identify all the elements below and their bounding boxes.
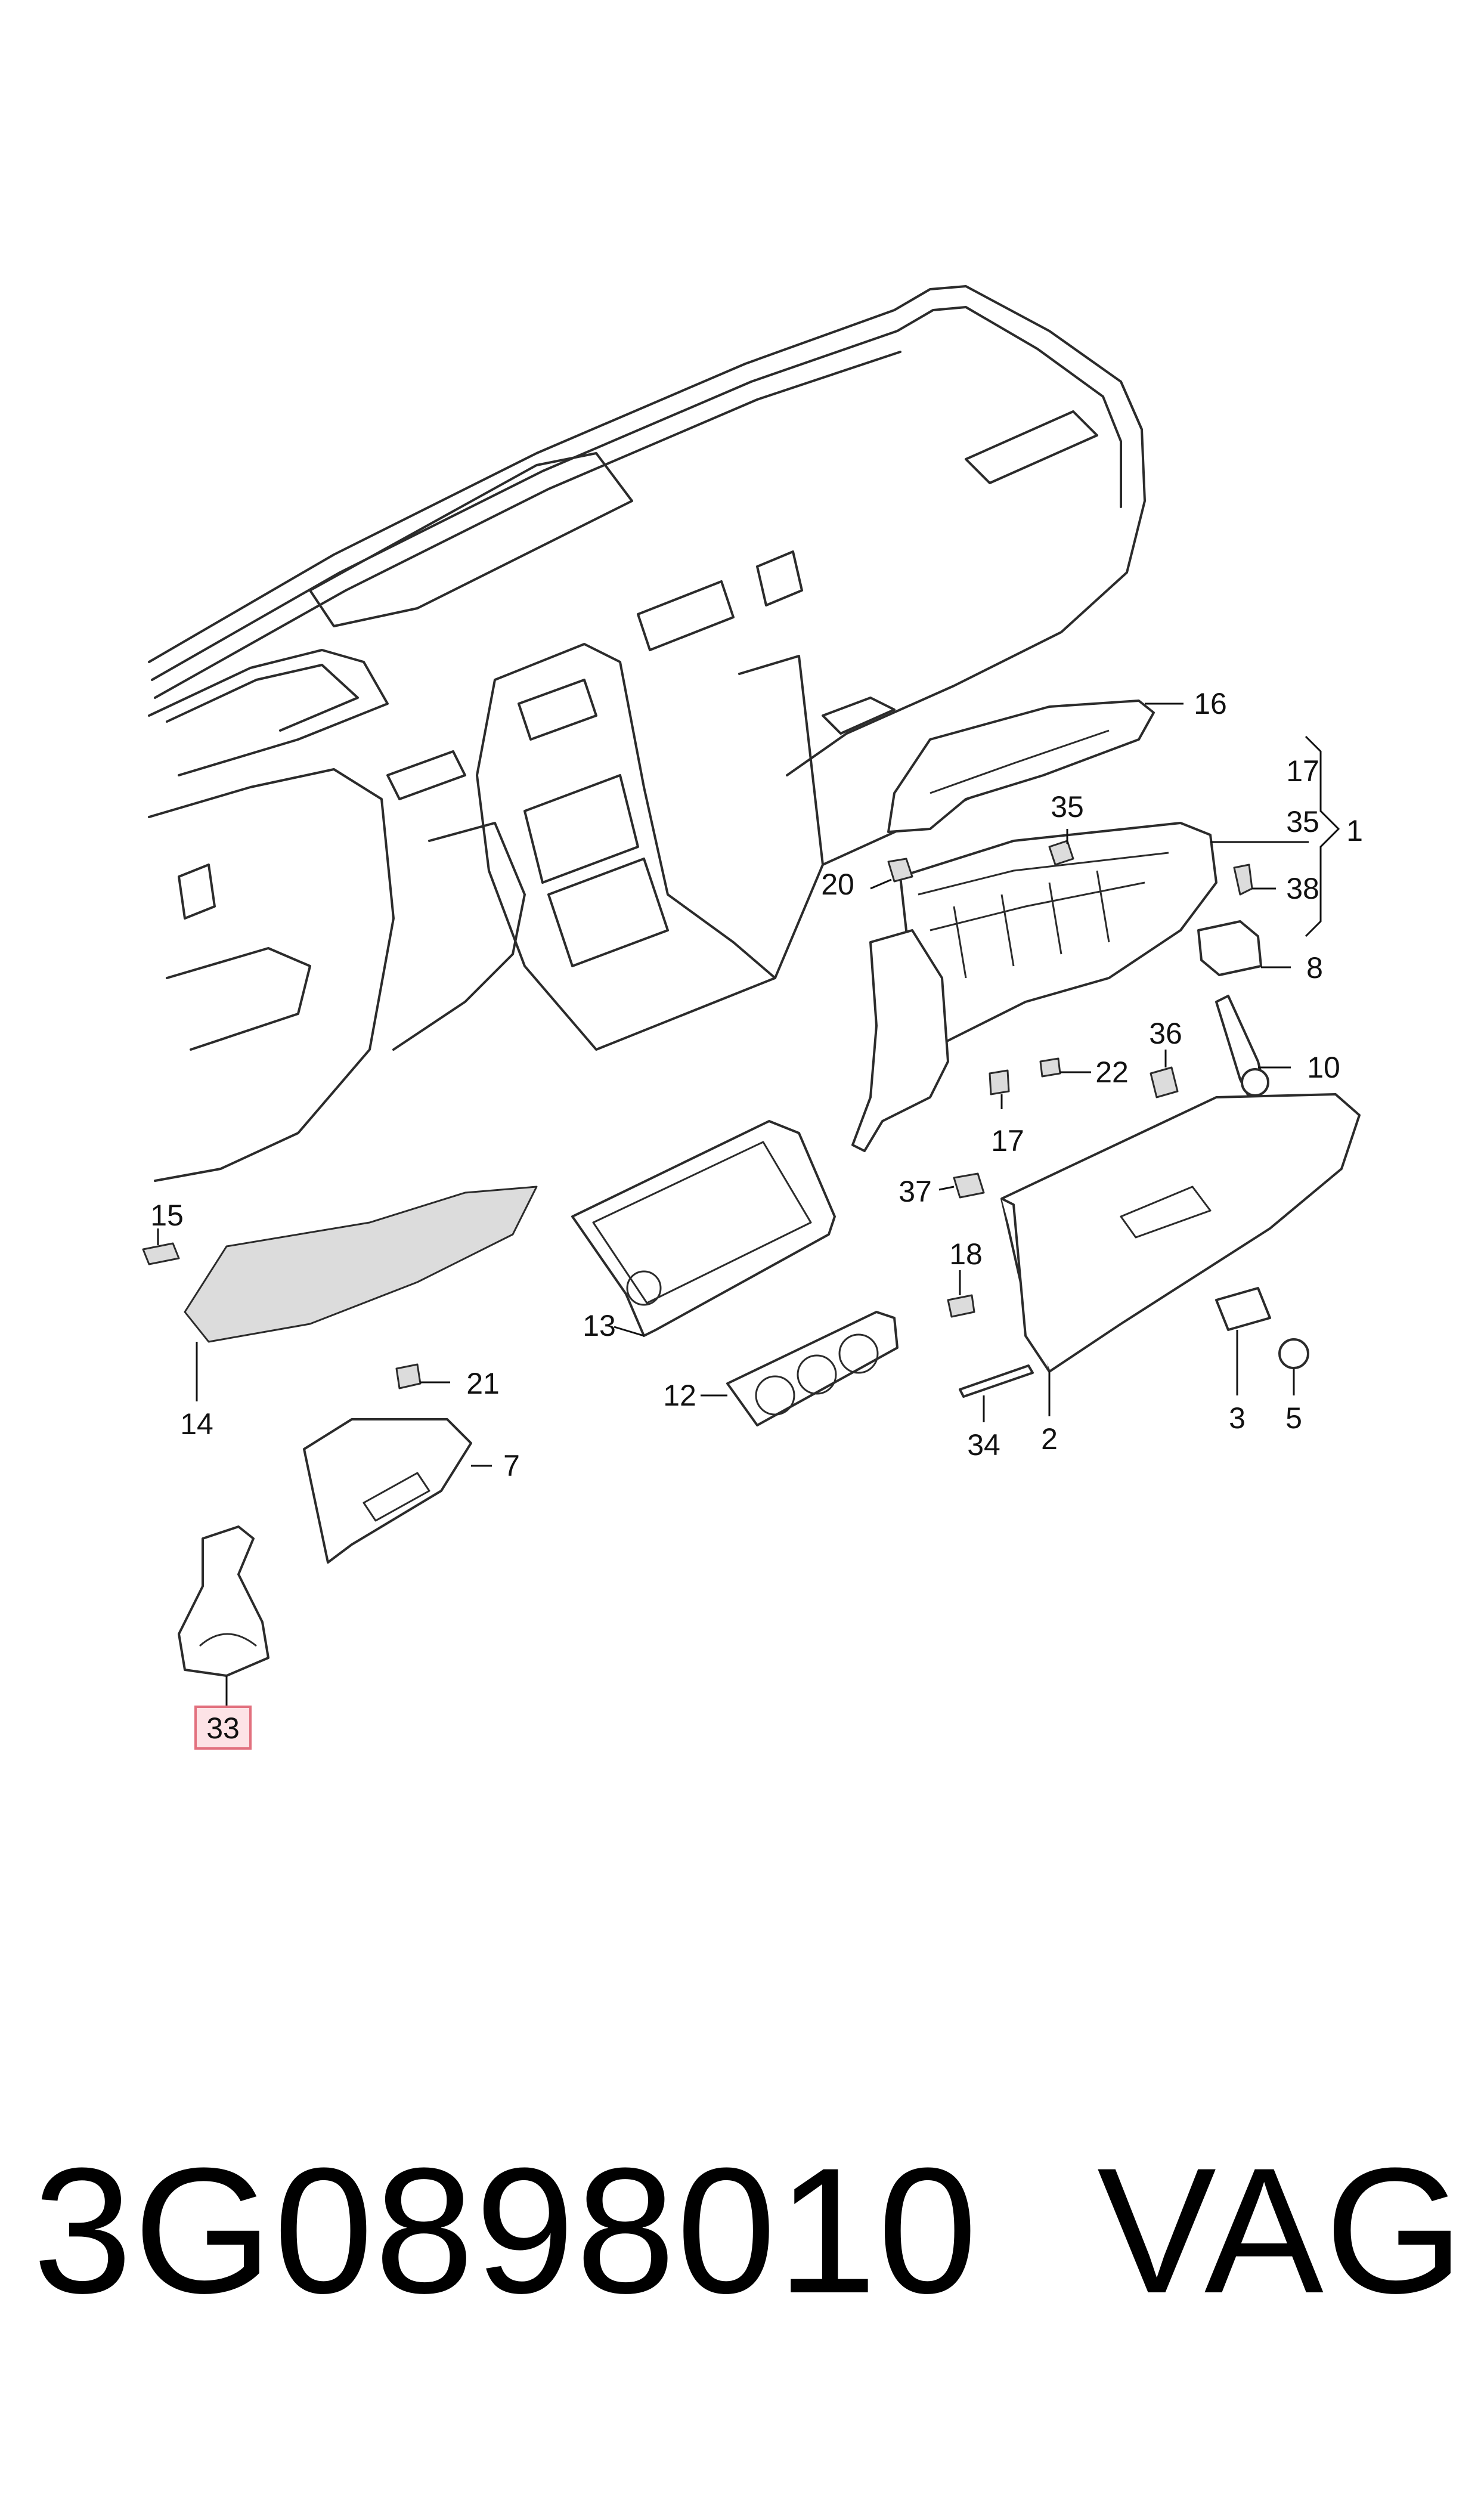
callout-38: 38	[1286, 872, 1319, 905]
part-16-trim	[887, 700, 1155, 833]
dashboard-illustration	[148, 285, 1146, 1182]
part-21-clip	[395, 1363, 422, 1389]
callout-17: 17	[1286, 754, 1319, 788]
callout-17-screw: 17	[991, 1124, 1024, 1157]
callout-37: 37	[899, 1175, 932, 1208]
brand-name: VAG	[1097, 2130, 1466, 2331]
callout-1: 1	[1346, 814, 1363, 847]
callout-16: 16	[1194, 687, 1227, 720]
callout-7: 7	[503, 1449, 520, 1483]
callout-2: 2	[1041, 1422, 1058, 1456]
part-2-glovebox-lid	[1000, 1093, 1361, 1373]
part-15-clip	[142, 1242, 180, 1265]
part-17-screw	[989, 1069, 1010, 1095]
part-8-switch	[1197, 920, 1262, 976]
callout-15: 15	[150, 1199, 184, 1232]
part-37-bulb	[953, 1172, 985, 1199]
footer: 3G0898010 VAG	[0, 2111, 1484, 2350]
callout-35-clip: 35	[1051, 790, 1084, 824]
callout-21: 21	[466, 1367, 500, 1400]
leader-lines	[157, 702, 1309, 1706]
callout-12: 12	[663, 1379, 696, 1412]
part-3-lock	[1215, 1287, 1271, 1331]
callout-8: 8	[1306, 951, 1323, 985]
part-22-screw	[1039, 1057, 1061, 1078]
highlight-box-33	[194, 1706, 252, 1750]
callout-20: 20	[821, 868, 854, 901]
callout-13: 13	[583, 1309, 616, 1342]
callout-14: 14	[180, 1407, 213, 1441]
callout-35: 35	[1286, 805, 1319, 838]
part-36-clip	[1150, 1066, 1179, 1098]
part-34-pin	[959, 1364, 1034, 1398]
part-7-storage-box	[303, 1418, 472, 1564]
part-33-bag	[178, 1525, 269, 1677]
callout-33: 33	[206, 1711, 240, 1745]
callout-36: 36	[1149, 1017, 1182, 1050]
part-1-glovebox-housing	[851, 822, 1217, 1152]
part-number: 3G0898010	[33, 2130, 979, 2331]
callout-labels: 16 17 35 1 35 20 38 8 36 10 22 17 37 18 …	[150, 687, 1363, 1745]
part-14-shelf	[184, 1186, 538, 1343]
part-5-lock-cylinder	[1278, 1338, 1309, 1369]
part-35-clip	[1048, 840, 1074, 866]
callout-10: 10	[1307, 1051, 1340, 1084]
part-13-bezel	[571, 1120, 836, 1337]
part-12-control-panel	[726, 1311, 899, 1426]
part-18-screw	[947, 1294, 975, 1318]
callout-34: 34	[967, 1428, 1000, 1462]
callout-3: 3	[1229, 1401, 1246, 1435]
callout-22: 22	[1095, 1056, 1129, 1089]
part-38-clip	[1233, 864, 1253, 896]
callout-18: 18	[949, 1237, 983, 1271]
group-bracket	[1305, 735, 1340, 937]
callout-5: 5	[1285, 1401, 1302, 1435]
part-20-clip	[887, 858, 913, 883]
